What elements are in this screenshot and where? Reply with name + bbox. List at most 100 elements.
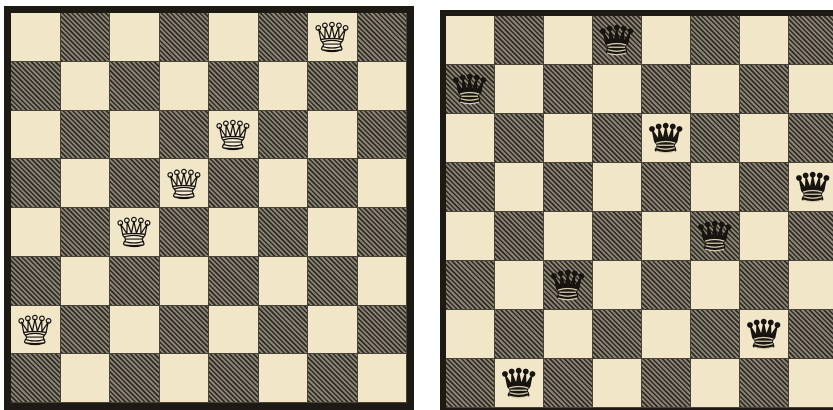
board-square [160,208,210,257]
board-square [358,257,408,306]
board-square [691,261,740,310]
board-square [691,65,740,114]
board-square [446,261,495,310]
board-square [446,310,495,359]
board-square [691,212,740,261]
board-square [110,257,160,306]
board-square [740,114,789,163]
board-square [308,354,358,403]
board-square [642,114,691,163]
board-square [691,163,740,212]
board-square [209,306,259,355]
board-square [160,257,210,306]
board-square [740,261,789,310]
board-square [259,62,309,111]
board-square [446,65,495,114]
board-square [495,114,544,163]
board-square [259,354,309,403]
board-square [61,208,111,257]
board-square [789,261,833,310]
board-square [642,261,691,310]
board-square [308,62,358,111]
board-square [495,261,544,310]
board-square [308,208,358,257]
board-square [544,310,593,359]
board-square [642,65,691,114]
board-square [691,359,740,408]
board-square [789,163,833,212]
queen-icon [313,18,351,55]
queen-icon [500,364,537,401]
board-square [259,306,309,355]
board-square [446,359,495,408]
board-square [544,65,593,114]
board-square [495,310,544,359]
board-square [209,111,259,160]
board-square [308,111,358,160]
board-square [691,16,740,65]
board-square [11,208,61,257]
board-square [495,16,544,65]
board-square [691,310,740,359]
board-square [642,310,691,359]
board-square [495,359,544,408]
board-square [642,359,691,408]
board-square [495,212,544,261]
queen-icon [115,213,153,250]
board-square [61,159,111,208]
board-square [358,208,408,257]
queen-icon [696,217,733,254]
board-square [11,62,61,111]
board-square [110,111,160,160]
board-square [358,306,408,355]
board-square [642,163,691,212]
board-square [160,306,210,355]
board-square [209,62,259,111]
board-square [110,354,160,403]
board-square [446,163,495,212]
board-square [789,359,833,408]
board-square [740,163,789,212]
board-square [593,16,642,65]
board-square [61,257,111,306]
board-square [446,16,495,65]
board-square [110,208,160,257]
board-square [110,13,160,62]
queen-icon [16,311,54,348]
board-square [544,212,593,261]
board-square [308,306,358,355]
board-square [593,114,642,163]
board-square [61,62,111,111]
board-square [358,13,408,62]
queen-icon [549,266,586,303]
board-square [209,208,259,257]
queen-icon [214,116,252,153]
board-square [642,212,691,261]
board-square [495,163,544,212]
board-square [358,62,408,111]
board-square [110,159,160,208]
board-square [593,65,642,114]
board-square [544,163,593,212]
board-square [259,159,309,208]
board-square [61,306,111,355]
board-square [544,114,593,163]
board-square [544,16,593,65]
board-square [308,159,358,208]
board-square [544,359,593,408]
board-square [11,257,61,306]
queen-icon [647,119,684,156]
board-square [11,159,61,208]
board-square [740,65,789,114]
board-square [789,65,833,114]
board-square [789,114,833,163]
board-square [11,354,61,403]
board-square [259,257,309,306]
board-square [11,13,61,62]
board-square [259,13,309,62]
board-square [358,354,408,403]
queen-icon [451,70,488,107]
board-square [11,111,61,160]
board-square [61,13,111,62]
queen-icon [598,21,635,58]
